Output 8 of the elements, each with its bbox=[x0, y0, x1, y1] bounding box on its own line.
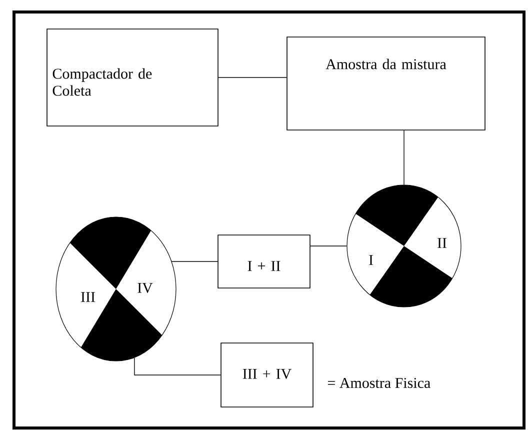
process-box: III + IV bbox=[220, 342, 314, 408]
connector-line bbox=[171, 261, 218, 262]
connector-line bbox=[134, 357, 221, 376]
process-box: Amostra da mistura bbox=[286, 36, 486, 130]
process-box: Compactador de Coleta bbox=[46, 28, 218, 126]
beside-text: = Amostra Fisica bbox=[328, 378, 430, 388]
connector-line bbox=[218, 77, 287, 78]
process-box: I + II bbox=[218, 234, 310, 288]
